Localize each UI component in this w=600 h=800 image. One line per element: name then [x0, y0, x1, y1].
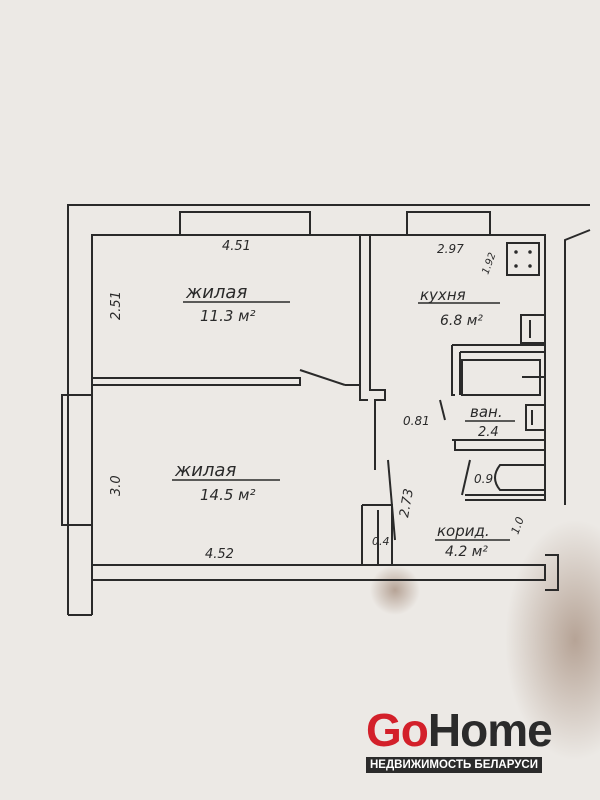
bathroom-door: 0.81 [403, 414, 430, 428]
living-1-width: 4.51 [222, 239, 251, 254]
living-1-depth: 2.51 [109, 291, 124, 320]
corridor-name: корид. [437, 522, 490, 540]
kitchen-depth: 1.92 [480, 251, 498, 276]
kitchen-width: 2.97 [437, 242, 464, 256]
paper-stain [370, 565, 420, 615]
stove-icon [514, 250, 532, 268]
bathroom-name: ван. [470, 403, 503, 421]
gohome-logo: GoHome НЕДВИЖИМОСТЬ БЕЛАРУСИ [366, 707, 556, 773]
bathroom-area: 2.4 [478, 425, 499, 440]
closet-width: 0.4 [372, 535, 390, 548]
living-2-area: 14.5 м² [200, 486, 256, 504]
toilet-width: 0.9 [474, 472, 493, 486]
kitchen-area: 6.8 м² [440, 313, 483, 329]
label-underlines [172, 301, 515, 541]
logo-go: Go [366, 704, 429, 756]
logo-tagline: НЕДВИЖИМОСТЬ БЕЛАРУСИ [366, 757, 542, 773]
walls [61, 204, 591, 616]
corridor-width: 1.0 [509, 515, 527, 536]
living-1-area: 11.3 м² [200, 307, 256, 325]
logo-home: Home [427, 704, 553, 756]
living-2-width: 4.52 [205, 547, 234, 562]
living-1-name: жилая [185, 282, 247, 303]
corridor-length: 2.73 [397, 488, 417, 519]
corridor-area: 4.2 м² [445, 544, 488, 560]
living-2-name: жилая [174, 460, 236, 481]
living-2-depth: 3.0 [109, 475, 124, 496]
kitchen-name: кухня [420, 286, 466, 304]
